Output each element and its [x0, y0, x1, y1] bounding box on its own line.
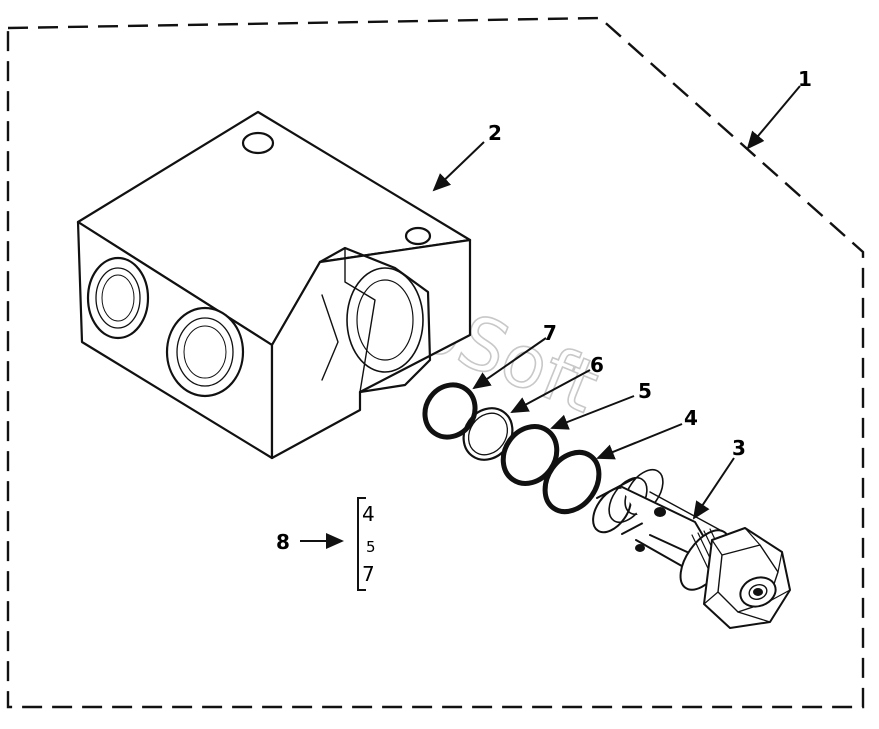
kit-bracket: [357, 497, 366, 591]
kit-item-4: 4: [362, 502, 375, 526]
callout-4: 4: [684, 406, 698, 430]
assembly-boundary-outline: [6, 16, 865, 709]
callout-5: 5: [638, 379, 652, 403]
kit-item-5: 5: [366, 538, 376, 556]
leader-5: [550, 395, 635, 430]
callout-6: 6: [590, 353, 604, 377]
o-ring-5: [500, 424, 560, 486]
valve-block: [76, 110, 472, 460]
callout-1: 1: [798, 67, 812, 91]
cartridge-valve: [592, 468, 791, 629]
callout-3: 3: [732, 436, 746, 460]
callout-8: 8: [276, 530, 290, 554]
leader-2: [432, 141, 485, 192]
leader-6: [510, 369, 591, 413]
callout-7: 7: [543, 321, 557, 345]
leader-4: [596, 423, 683, 460]
kit-item-7: 7: [362, 562, 375, 586]
o-ring-4: [542, 449, 602, 515]
leader-3: [692, 457, 735, 520]
leader-7: [472, 337, 547, 390]
o-ring-7: [422, 382, 478, 440]
backup-ring-6-inner: [467, 412, 509, 456]
leader-1: [746, 85, 801, 150]
callout-2: 2: [488, 121, 502, 145]
